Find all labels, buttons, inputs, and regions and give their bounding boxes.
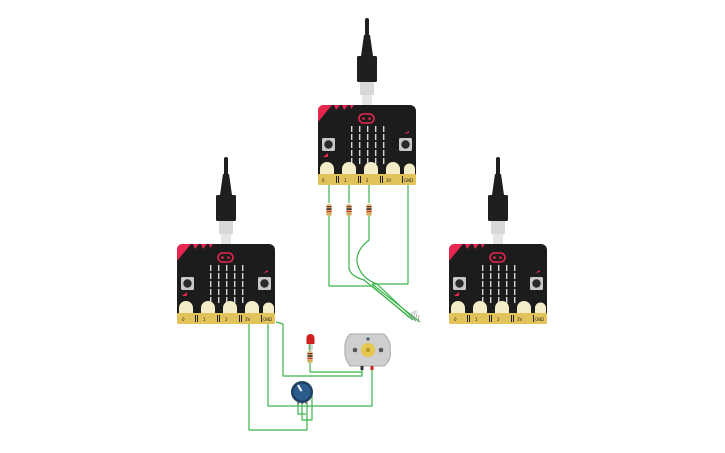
- pin-label-2: 2: [366, 178, 369, 183]
- pin-label-2: 2: [497, 317, 500, 322]
- usb-cable-right[interactable]: [486, 157, 510, 246]
- microbit-left[interactable]: 0 1 2 3V GND: [176, 157, 276, 325]
- microbit-board-right[interactable]: [448, 243, 548, 325]
- pin-label-0: 0: [454, 317, 457, 322]
- usb-cable-left[interactable]: [214, 157, 238, 246]
- potentiometer[interactable]: [291, 381, 313, 404]
- resistor-3[interactable]: [366, 204, 372, 216]
- pin-label-3v: 3V: [245, 317, 251, 322]
- pin-label-2: 2: [225, 317, 228, 322]
- pin-label-gnd: GND: [263, 317, 272, 322]
- pin-labels-right: 0 1 2 3V GND: [454, 317, 544, 322]
- pin-label-gnd: GND: [535, 317, 544, 322]
- pin-label-3v: 3V: [386, 178, 392, 183]
- dc-motor[interactable]: [344, 333, 391, 370]
- usb-cable-top[interactable]: [355, 18, 379, 107]
- pin-label-3v: 3V: [517, 317, 523, 322]
- pin-label-0: 0: [322, 178, 325, 183]
- pin-label-1: 1: [475, 317, 478, 322]
- pin-label-1: 1: [203, 317, 206, 322]
- microbit-top[interactable]: 0 1 2 3V GND: [317, 18, 417, 186]
- pin-label-1: 1: [344, 178, 347, 183]
- pin-label-0: 0: [182, 317, 185, 322]
- pin-label-gnd: GND: [404, 178, 413, 183]
- pin-labels-left: 0 1 2 3V GND: [182, 317, 272, 322]
- resistor-1[interactable]: [326, 204, 332, 216]
- pin-labels-top: 0 1 2 3V GND: [322, 178, 413, 183]
- resistor-4[interactable]: [307, 351, 313, 363]
- resistor-2[interactable]: [346, 204, 352, 216]
- red-led[interactable]: [306, 334, 315, 350]
- microbit-right[interactable]: 0 1 2 3V GND: [448, 157, 548, 325]
- microbit-board-left[interactable]: [176, 243, 276, 325]
- microbit-board-top[interactable]: [317, 104, 417, 186]
- rgb-led[interactable]: [408, 310, 420, 323]
